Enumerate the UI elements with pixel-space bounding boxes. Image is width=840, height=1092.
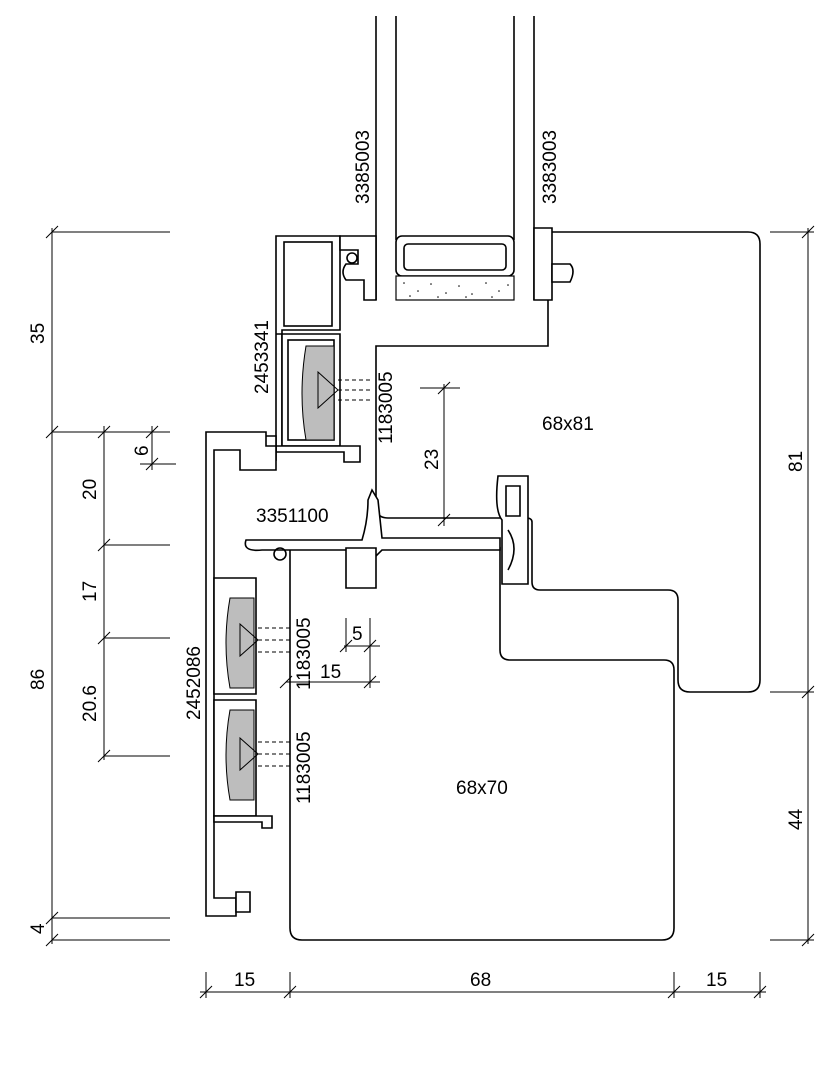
glazing-bead-left [339,235,377,301]
label-sash-profile: 2453341 [252,320,273,394]
dim-left-6: 6 [132,445,153,456]
sash-weather-seal [495,475,529,585]
label-sash-section: 68x81 [542,414,594,435]
dim-left-86: 86 [28,669,49,690]
glass-unit [375,16,535,301]
sash-screw-group [301,345,372,441]
label-glazing-bead-left: 3385003 [353,130,374,204]
dimension-right [770,225,815,947]
label-screw-frame-2: 1183005 [294,731,315,804]
dim-inner-23: 23 [422,449,443,470]
dim-inner-5: 5 [352,624,363,645]
dim-bottom-15-left: 15 [234,970,255,991]
dim-right-81: 81 [786,451,807,472]
dim-left-4: 4 [28,923,49,934]
label-screw-sash: 1183005 [376,371,397,444]
gasket-3351100 [244,488,501,589]
label-gasket: 3351100 [256,506,329,527]
glazing-bead-right [533,227,574,301]
dim-left-20: 20 [80,479,101,500]
label-glazing-bead-right: 3383003 [540,130,561,204]
label-frame-section: 68x70 [456,778,508,799]
dim-left-17: 17 [80,581,101,602]
frame-screw-groups [225,597,290,801]
dim-bottom-15-right: 15 [706,970,727,991]
label-frame-profile: 2452086 [184,646,205,720]
sash-timber [375,231,761,693]
dimension-inner [279,381,460,689]
dim-right-44: 44 [786,808,807,830]
dimension-bottom [199,972,767,999]
dimension-left [45,225,176,947]
sealant-dots [403,282,509,298]
dim-left-35: 35 [28,323,49,344]
dim-bottom-68: 68 [470,970,491,991]
frame-timber [289,546,675,941]
dim-left-20-6: 20.6 [80,685,101,722]
dim-inner-15: 15 [320,662,341,683]
label-screw-frame-1: 1183005 [294,617,315,690]
